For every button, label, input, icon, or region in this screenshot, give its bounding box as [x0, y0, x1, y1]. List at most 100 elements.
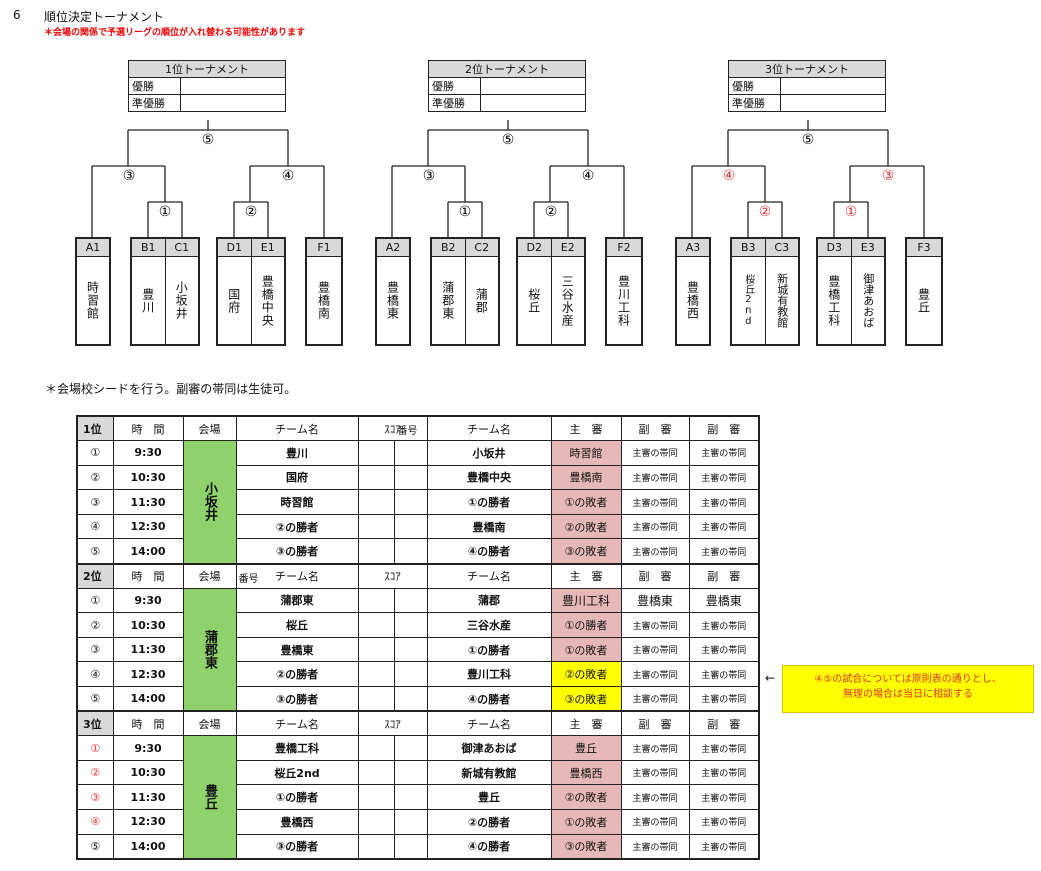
match-time: 12:30 [112, 513, 184, 540]
match-number: ① [76, 735, 114, 761]
match-time: 14:00 [112, 833, 184, 860]
team-1: ①の勝者 [235, 784, 359, 810]
section-label: 1位 [76, 415, 114, 442]
table-row: ② 10:30 桜丘2nd 新城有教館 豊橋西 主審の帯同 主審の帯同 [76, 759, 760, 786]
bracket-match-label: ④ [582, 168, 595, 184]
score-1 [357, 759, 395, 786]
arrow-left-icon: ← [765, 671, 776, 685]
team-1: 国府 [235, 464, 359, 491]
col-header-team: チーム名 [235, 415, 359, 442]
col-header-referee: 主 審 [550, 562, 622, 589]
team-1: 蒲郡東 [235, 587, 359, 614]
assistant-2: 主審の帯同 [688, 489, 760, 515]
bracket-match-label: ③ [123, 168, 136, 184]
team-box-a3: A3 豊橋西 [675, 237, 711, 346]
assistant-1: 主審の帯同 [620, 440, 690, 466]
team-name: 三谷水産 [550, 257, 585, 344]
page-title: 順位決定トーナメント [44, 10, 165, 24]
score-1 [357, 686, 395, 712]
venue-cell: 蒲郡東 [182, 587, 237, 712]
team-2: 新城有教館 [426, 759, 552, 786]
referee: ②の敗者 [550, 784, 622, 810]
section-header-1: 1位 時 間 会場 チーム名 ｽｺｱ 番号チーム名 主 審 副 審 副 審 [76, 415, 760, 442]
results-label: 優勝 [128, 77, 181, 95]
score-1 [357, 636, 395, 663]
match-number: ④ [76, 809, 114, 835]
venue-cell: 豊丘 [182, 735, 237, 860]
table-row: ① 9:30 豊丘 豊橋工科 御津あおば 豊丘 主審の帯同 主審の帯同 [76, 735, 760, 860]
team-2: ②の勝者 [426, 809, 552, 835]
team-code: A1 [85, 241, 101, 254]
team-name: 国府 [226, 287, 241, 314]
score-2 [393, 833, 428, 860]
results-label: 優勝 [728, 77, 781, 95]
score-2 [393, 735, 428, 761]
bracket-match-label: ③ [882, 168, 895, 184]
score-1 [357, 489, 395, 515]
referee: ①の勝者 [550, 612, 622, 638]
team-box-f3: F3 豊丘 [905, 237, 943, 346]
assistant-1: 主審の帯同 [620, 464, 690, 491]
match-number: ③ [76, 489, 114, 515]
col-header-team: チーム名 [426, 710, 552, 737]
score-2 [393, 759, 428, 786]
team-1: 豊橋工科 [235, 735, 359, 761]
match-time: 9:30 [112, 587, 184, 614]
results-label: 準優勝 [128, 94, 181, 112]
assistant-2: 主審の帯同 [688, 636, 760, 663]
score-1 [357, 587, 395, 614]
bracket-match-label: ⑤ [802, 132, 815, 148]
col-header-time: 時 間 [112, 415, 184, 442]
col-header-time: 時 間 [112, 562, 184, 589]
assistant-1: 主審の帯同 [620, 784, 690, 810]
team-2: 蒲郡 [426, 587, 552, 614]
score-1 [357, 784, 395, 810]
team-2: ④の勝者 [426, 686, 552, 712]
team-name: 新城有教館 [764, 257, 799, 344]
team-name: 御津あおば [850, 257, 885, 344]
team-2: 三谷水産 [426, 612, 552, 638]
team-name: 豊橋中央 [250, 257, 285, 344]
bracket-match-label: ② [245, 204, 258, 220]
assistant-1: 豊橋東 [620, 587, 690, 614]
team-1: 桜丘 [235, 612, 359, 638]
team-code: C2 [464, 239, 499, 256]
team-2: ①の勝者 [426, 636, 552, 663]
table-row: ⑤ 14:00 ③の勝者 ④の勝者 ③の敗者 主審の帯同 主審の帯同 [76, 833, 760, 860]
referee: ①の敗者 [550, 489, 622, 515]
col-header-assistant: 副 審 [688, 562, 760, 589]
team-1: 桜丘2nd [235, 759, 359, 786]
assistant-2: 主審の帯同 [688, 686, 760, 712]
results-value [780, 94, 886, 112]
venue-note: ＊会場校シードを行う。副審の帯同は生徒可。 [45, 382, 297, 396]
team-name: 蒲郡 [464, 257, 499, 344]
match-time: 10:30 [112, 612, 184, 638]
match-number: ① [76, 587, 114, 614]
results-box-title: 1位トーナメント [128, 60, 286, 78]
team-code: D2 [526, 241, 542, 254]
team-name: 小坂井 [164, 257, 199, 344]
bracket-match-label: ② [545, 204, 558, 220]
referee: 豊橋西 [550, 759, 622, 786]
team-code: B3 [740, 241, 756, 254]
match-number: ④ [76, 661, 114, 688]
team-1: 豊川 [235, 440, 359, 466]
bracket-match-label: ① [459, 204, 472, 220]
score-2 [393, 661, 428, 688]
match-number: ⑤ [76, 686, 114, 712]
header-note: ＊会場の関係で予選リーグの順位が入れ替わる可能性があります [44, 28, 306, 38]
match-time: 11:30 [112, 784, 184, 810]
col-header-assistant: 副 審 [620, 562, 690, 589]
assistant-1: 主審の帯同 [620, 489, 690, 515]
col-header-team: チーム名 [426, 562, 552, 589]
table-row: ③ 11:30 豊橋東 ①の勝者 ①の敗者 主審の帯同 主審の帯同 [76, 636, 760, 663]
table-row: ② 10:30 国府 豊橋中央 豊橋南 主審の帯同 主審の帯同 [76, 464, 760, 491]
col-header-score: ｽｺｱ [357, 710, 428, 737]
col-header-venue: 会場 [182, 562, 237, 589]
score-2 [393, 686, 428, 712]
score-2 [393, 809, 428, 835]
referee: ③の敗者 [550, 538, 622, 565]
team-2: 御津あおば [426, 735, 552, 761]
